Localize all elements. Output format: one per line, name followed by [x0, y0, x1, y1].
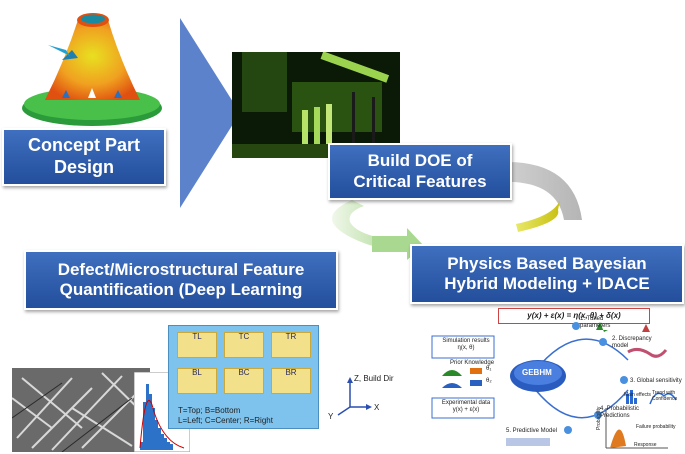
cell-tl: TL: [177, 332, 217, 358]
gebhm-failure: Failure probability: [636, 424, 676, 430]
cell-tl-label: TL: [192, 332, 202, 341]
cell-br-label: BR: [285, 368, 297, 377]
cell-br: BR: [271, 368, 311, 394]
gebhm-center-label: GEBHM: [522, 368, 552, 377]
gebhm-trend: Trend with Confidence: [652, 390, 678, 402]
cell-bl: BL: [177, 368, 217, 394]
concept-line-1: Concept Part: [27, 135, 141, 156]
cell-tc: TC: [224, 332, 264, 358]
grid-legend-line-2: L=Left; C=Center; R=Right: [178, 416, 273, 425]
microstructure-image: [12, 368, 150, 452]
gebhm-sim-box: Simulation results η(x, θ): [436, 338, 496, 352]
cell-bl-label: BL: [192, 368, 202, 377]
cell-bc: BC: [224, 368, 264, 394]
gebhm-exp-formula: y(x) + ε(x): [452, 407, 480, 413]
gebhm-prior-label: Prior Knowledge: [450, 360, 495, 366]
grid-legend: T=Top; B=Bottom L=Left; C=Center; R=Righ…: [178, 406, 273, 426]
axis-z-label: Z, Build Dir: [354, 374, 394, 383]
concept-line-2: Design: [53, 157, 114, 177]
build-axes: [337, 377, 372, 416]
flow-arrow-right: [180, 18, 240, 208]
gebhm-step-3: 3. Global sensitivity: [630, 378, 682, 384]
gebhm-sim-formula: η(x, θ): [457, 345, 475, 351]
concept-part-image: [22, 13, 162, 126]
gebhm-step-5: 5. Predictive Model: [506, 428, 558, 434]
defect-line-2: Quantification (Deep Learning: [59, 280, 303, 299]
doe-line-1: Build DOE of: [367, 151, 473, 171]
build-process-photo: [232, 52, 400, 158]
gebhm-exp-title: Experimental data: [441, 400, 491, 406]
cell-tr-label: TR: [285, 332, 297, 341]
cell-bc-label: BC: [238, 368, 250, 377]
doe-line-2: Critical Features: [353, 171, 487, 191]
axis-y-label: Y: [328, 412, 334, 421]
physics-line-1: Physics Based Bayesian: [447, 253, 647, 273]
gebhm-step-1: 1. Tuned parameters: [580, 316, 611, 329]
gebhm-step-4: 4. Probabilistic Predictions: [600, 406, 640, 419]
build-location-grid: TL TC TR BL BC BR: [168, 325, 319, 429]
physics-bayesian-box: Physics Based Bayesian Hybrid Modeling +…: [410, 244, 684, 304]
gebhm-exp-box: Experimental data y(x) + ε(x): [436, 400, 496, 414]
gebhm-sim-title: Simulation results: [442, 338, 490, 344]
cell-tr: TR: [271, 332, 311, 358]
concept-part-design-box: Concept Part Design: [2, 128, 166, 186]
defect-quantification-box: Defect/Microstructural Feature Quantific…: [24, 250, 338, 310]
gebhm-response: Response: [634, 442, 657, 448]
physics-line-2: Hybrid Modeling + IDACE: [444, 274, 650, 293]
build-doe-box: Build DOE of Critical Features: [328, 143, 512, 200]
gebhm-theta1-label: θ₁: [486, 366, 492, 372]
defect-line-1: Defect/Microstructural Feature: [57, 259, 305, 279]
grid-legend-line-1: T=Top; B=Bottom: [178, 406, 241, 415]
gebhm-theta2-label: θ₂: [486, 378, 492, 384]
gebhm-step-2: 2. Discrepancy model: [612, 336, 652, 349]
gebhm-probability: Probability: [596, 406, 602, 430]
axis-x-label: X: [374, 403, 380, 412]
cell-tc-label: TC: [238, 332, 250, 341]
gebhm-diagram: [431, 322, 677, 449]
gebhm-main-effects: Main effects: [624, 392, 651, 398]
